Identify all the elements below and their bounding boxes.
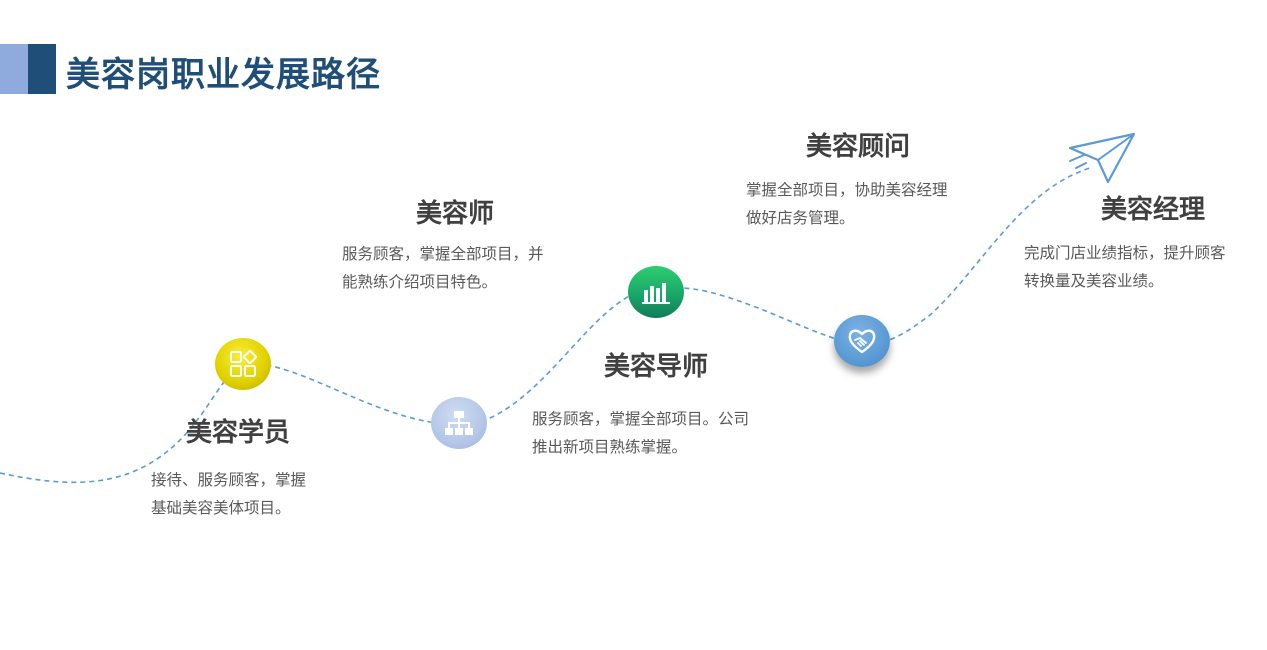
stage-2-desc-line2: 能熟练介绍项目特色。 [342, 273, 498, 291]
stage-2-desc-line1: 服务顾客，掌握全部项目，并 [342, 245, 544, 263]
stage-2-desc: 服务顾客，掌握全部项目，并 能熟练介绍项目特色。 [342, 240, 544, 296]
stage-1-title: 美容学员 [186, 418, 291, 448]
stage-5-desc-line2: 转换量及美容业绩。 [1024, 272, 1164, 290]
stage-2-title: 美容师 [416, 199, 495, 229]
apps-grid-icon [230, 350, 257, 377]
stage-3-title: 美容导师 [604, 352, 709, 382]
title-accent-dark [28, 44, 56, 94]
bar-chart-icon [642, 283, 670, 304]
org-chart-icon [445, 411, 473, 435]
stage-1-desc: 接待、服务顾客，掌握 基础美容美体项目。 [151, 466, 306, 522]
stage-4-desc: 掌握全部项目，协助美容经理 做好店务管理。 [746, 176, 948, 232]
stage-5-desc-line1: 完成门店业绩指标，提升顾客 [1024, 244, 1226, 262]
title-accent-light [0, 44, 28, 94]
stage-4-desc-line1: 掌握全部项目，协助美容经理 [746, 181, 948, 199]
stage-3-desc-line2: 推出新项目熟练掌握。 [532, 438, 688, 456]
stage-3-node [628, 266, 684, 318]
stage-4-node [834, 315, 890, 367]
stage-1-node [215, 338, 271, 390]
stage-5-title: 美容经理 [1101, 195, 1206, 225]
stage-3-desc-line1: 服务顾客，掌握全部项目。公司 [532, 410, 750, 428]
page-title: 美容岗职业发展路径 [66, 55, 381, 95]
stage-2-node [431, 397, 487, 449]
paper-plane-icon [1068, 132, 1136, 184]
handshake-heart-icon [848, 329, 876, 354]
stage-1-desc-line1: 接待、服务顾客，掌握 [151, 471, 307, 489]
stage-4-desc-line2: 做好店务管理。 [746, 209, 855, 227]
stage-4-title: 美容顾问 [806, 132, 911, 162]
stage-1-desc-line2: 基础美容美体项目。 [151, 499, 291, 517]
stage-5-desc: 完成门店业绩指标，提升顾客 转换量及美容业绩。 [1024, 239, 1226, 295]
stage-3-desc: 服务顾客，掌握全部项目。公司 推出新项目熟练掌握。 [532, 405, 749, 461]
